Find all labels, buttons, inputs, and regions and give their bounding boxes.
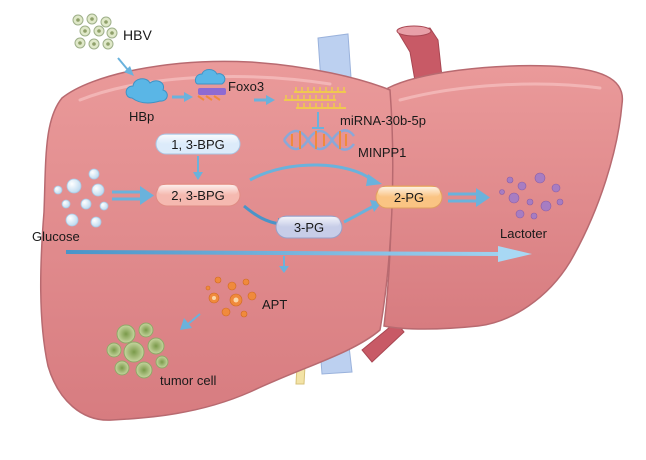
arrow-foxo3-to-mirna-head <box>266 95 275 105</box>
label-glucose: Glucose <box>32 229 80 244</box>
label-tumor-cell: tumor cell <box>160 373 216 388</box>
arrow-hbv-to-hbp-head <box>124 66 134 76</box>
arrow-apt-to-tumor <box>187 313 201 325</box>
liver-right-highlight <box>398 82 602 102</box>
arrow-hbv-to-hbp <box>117 57 129 71</box>
node-2-pg: 2-PG <box>375 185 443 209</box>
label-3-pg: 3-PG <box>294 220 324 235</box>
tumor-cells-icon <box>106 322 169 379</box>
label-apt: APT <box>262 297 287 312</box>
apt-molecules-icon <box>205 276 257 318</box>
glucose-molecules-icon <box>53 168 109 228</box>
node-2-3-bpg: 2, 3-BPG <box>155 183 241 207</box>
label-lactoter: Lactoter <box>500 226 548 241</box>
lactate-molecules-icon <box>499 172 564 220</box>
apt-highlights <box>212 296 239 303</box>
arrow-glucose-to-lactate <box>65 246 532 262</box>
node-3-pg: 3-PG <box>275 215 343 239</box>
inhibit-mirna-to-minpp1 <box>312 112 324 129</box>
label-hbp: HBp <box>129 109 154 124</box>
arrow-3pg-to-2pg <box>343 204 375 224</box>
arrow-13bpg-to-23bpg-head <box>193 172 203 180</box>
label-2-3-bpg: 2, 3-BPG <box>171 188 224 203</box>
label-2-pg: 2-PG <box>394 190 424 205</box>
arrow-hbp-to-foxo3-head <box>184 92 193 102</box>
liver-right-lobe <box>383 64 624 330</box>
foxo3-complex-icon <box>194 69 226 101</box>
label-mirna: miRNA-30b-5p <box>340 113 426 128</box>
arrow-apt-to-tumor-head <box>180 318 192 330</box>
aorta-opening <box>396 25 432 37</box>
arrow-23bpg-to-2pg <box>249 163 373 182</box>
hbp-cloud-icon <box>125 78 168 104</box>
minpp1-dna-icon <box>282 129 355 151</box>
liver-left-highlight <box>78 75 332 102</box>
label-1-3-bpg: 1, 3-BPG <box>171 137 224 152</box>
label-minpp1: MINPP1 <box>358 145 406 160</box>
portal-vein-bottom <box>361 321 405 363</box>
arrow-glucose-to-23bpg <box>112 186 154 205</box>
mirna-strands-icon <box>284 87 346 109</box>
arrow-23bpg-to-2pg-head <box>366 174 382 186</box>
node-1-3-bpg: 1, 3-BPG <box>155 133 241 155</box>
label-foxo3: Foxo3 <box>228 79 264 94</box>
arrow-2pg-to-lactate <box>448 188 490 207</box>
arrow-to-apt-head <box>279 266 289 273</box>
hbv-virus-icon <box>72 13 118 50</box>
label-hbv: HBV <box>123 27 152 43</box>
